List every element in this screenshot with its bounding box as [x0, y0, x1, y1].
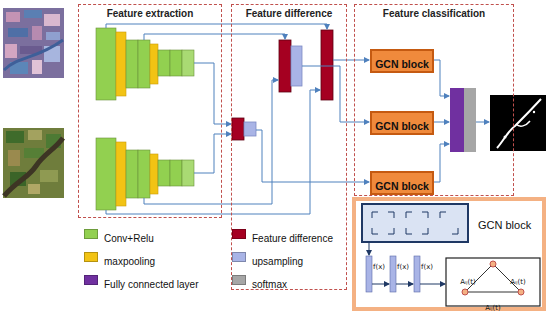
stage-region: Feature difference [231, 4, 347, 290]
gcn-detail-illustration [362, 204, 540, 306]
function-label: f(x) [421, 263, 433, 271]
gcn-block: GCN block [370, 171, 434, 195]
output-image [490, 95, 546, 151]
legend-entry: softmax [252, 274, 287, 292]
legend-entry: Fully connected layer [104, 274, 199, 292]
legend-swatch [232, 252, 246, 262]
gcn-block: GCN block [370, 111, 434, 135]
edge-weight-label: Aᵢⱼ(t) [485, 304, 500, 312]
legend-swatch [84, 252, 98, 262]
difference-blocks [232, 30, 333, 140]
fc-softmax-bars [450, 88, 476, 152]
label-holder: f(x) [373, 255, 385, 273]
legend-text: maxpooling [104, 256, 155, 267]
detail-panel: GCN block [352, 197, 546, 311]
legend-text: upsampling [252, 256, 303, 267]
stage-title: Feature difference [232, 8, 346, 19]
stage-title: Feature classification [355, 8, 513, 19]
legend-text: softmax [252, 279, 287, 290]
label-holder: Aᵢⱼ(t) [510, 270, 525, 288]
stage-region: Feature classificationGCN blockGCN block… [354, 4, 514, 196]
legend-swatch [84, 275, 98, 285]
cnn-branch-bottom [96, 138, 194, 210]
gcn-block: GCN block [370, 49, 434, 73]
label-holder: Aᵢⱼ(t) [485, 296, 500, 313]
legend-entry: upsampling [252, 251, 303, 269]
function-label: f(x) [397, 263, 409, 271]
edge-weight-label: Aᵢⱼ(t) [460, 278, 475, 286]
legend-swatch [232, 229, 246, 239]
legend-text: Conv+Relu [104, 233, 154, 244]
label-holder: f(x) [397, 255, 409, 273]
legend-swatch [232, 275, 246, 285]
legend-text: Feature difference [252, 233, 333, 244]
stage-title: Feature extraction [79, 8, 221, 19]
legend-entry: maxpooling [104, 251, 155, 269]
block-label: GCN block [478, 219, 531, 231]
block-label: GCN block [375, 120, 429, 132]
label-holder: f(x) [421, 255, 433, 273]
legend-text: Fully connected layer [104, 279, 199, 290]
input-image-top [3, 8, 64, 78]
legend-entry: Conv+Relu [104, 228, 154, 246]
stage-region: Feature extraction [78, 4, 222, 218]
label-holder: Aᵢⱼ(t) [460, 270, 475, 288]
function-label: f(x) [373, 263, 385, 271]
legend-swatch [84, 229, 98, 239]
legend-entry: Feature difference [252, 228, 333, 246]
block-label: GCN block [375, 58, 429, 70]
cnn-branch-top [96, 28, 194, 100]
input-image-bottom [3, 128, 64, 198]
edge-weight-label: Aᵢⱼ(t) [510, 278, 525, 286]
block-label: GCN block [375, 180, 429, 192]
wires [106, 24, 489, 214]
